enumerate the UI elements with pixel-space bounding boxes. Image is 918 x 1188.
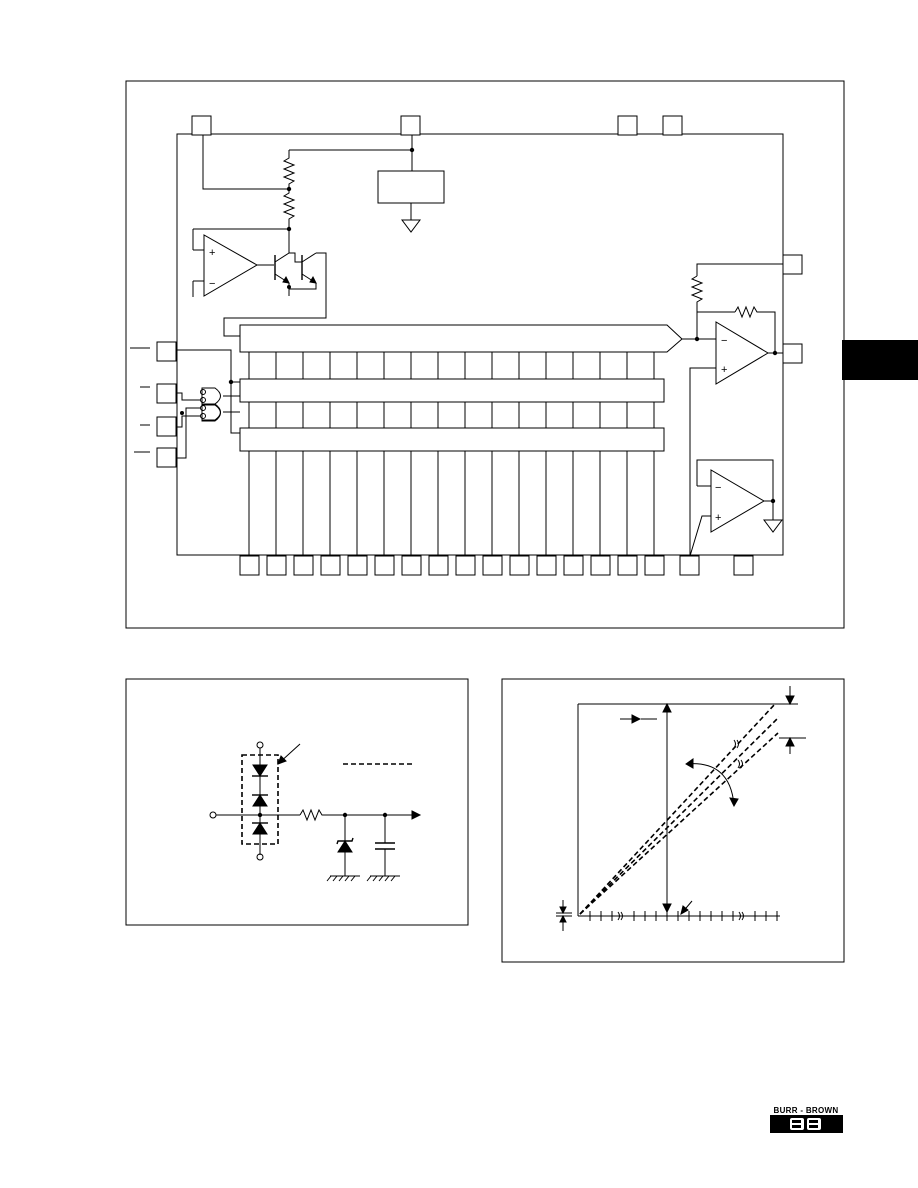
latch-1 <box>239 378 665 403</box>
control-logic <box>176 349 240 459</box>
top-pins <box>191 115 683 136</box>
right-pin-2 <box>782 343 803 364</box>
opamp-plus-sign: + <box>715 512 721 524</box>
opamp-minus-sign: − <box>715 482 721 494</box>
transistor-pair <box>223 229 327 337</box>
output-amplifier: − + <box>689 263 783 556</box>
rotation-arrow <box>685 763 735 806</box>
left-pin-2 <box>156 383 177 404</box>
left-pin-1 <box>156 341 177 362</box>
block-diagram: + − <box>125 80 845 629</box>
burr-brown-logo: BURR - BROWN <box>770 1106 843 1133</box>
zener-diode-icon <box>337 840 353 853</box>
reference-network <box>192 135 415 297</box>
curve-1 <box>579 703 776 915</box>
opamp-minus-sign: − <box>209 278 215 290</box>
transfer-curve <box>501 678 845 963</box>
opamp-plus-sign: + <box>209 247 215 259</box>
block-diagram-frame <box>125 80 845 629</box>
ground-icon <box>763 519 783 533</box>
reference-box <box>377 170 445 204</box>
input-latches <box>239 378 665 452</box>
left-pin-3 <box>156 416 177 437</box>
latch-2 <box>239 427 665 452</box>
logo-badge <box>770 1115 843 1133</box>
opamp-plus-sign: + <box>721 364 727 376</box>
top-pin-4 <box>662 115 683 136</box>
reference-op-amp: + − <box>203 234 274 297</box>
diode-3-icon <box>252 822 268 835</box>
left-pin-4 <box>156 447 177 468</box>
right-pins <box>782 254 803 364</box>
reference-block <box>377 170 445 233</box>
transfer-curve-frame <box>501 678 845 963</box>
curve-2 <box>579 716 780 915</box>
top-pin-1 <box>191 115 212 136</box>
ground-icon <box>401 219 421 233</box>
opamp-minus-sign: − <box>721 335 727 347</box>
dac-switch-bus <box>239 324 700 353</box>
left-pins <box>130 341 177 468</box>
offset-amplifier: − + <box>689 459 783 557</box>
protection-circuit-frame <box>125 678 469 926</box>
right-pin-1 <box>782 254 803 275</box>
top-pin-3 <box>617 115 638 136</box>
bottom-pins <box>239 555 754 576</box>
curve-3 <box>579 732 779 915</box>
top-pin-2 <box>400 115 421 136</box>
logo-wordmark: BURR - BROWN <box>774 1106 839 1115</box>
page-section-tab <box>842 340 918 380</box>
diode-2-icon <box>252 794 268 807</box>
bit-lines <box>248 352 655 556</box>
protection-circuit <box>125 678 469 926</box>
diode-1-icon <box>252 764 268 777</box>
and-gate-2 <box>201 403 221 421</box>
